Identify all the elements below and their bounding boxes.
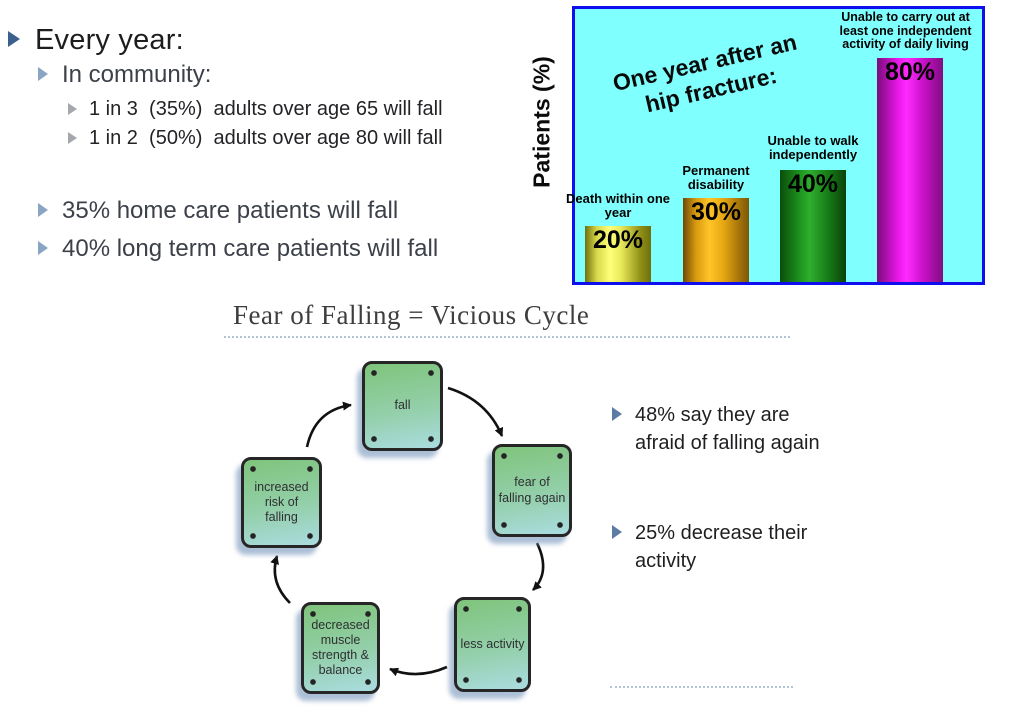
arrow-increasedrisk-to-fall [305,401,352,448]
bar-label-adl: Unable to carry out at least one indepen… [839,10,972,51]
arrow-decreased-to-increasedrisk [270,555,291,604]
bar-value-label: 40% [787,170,839,198]
bullet-text: Every year: [35,24,184,56]
footer-divider [610,686,793,688]
bullet-triangle-icon [612,525,622,539]
bar-value-label: 80% [884,58,936,86]
bar-value-label: 30% [690,198,742,226]
bullet-decrease-activity: 25% decrease their activity [612,520,820,575]
bullet-home-care: 35% home care patients will fall [38,197,398,225]
bullet-text: 1 in 2 (50%) adults over age 80 will fal… [89,127,443,149]
bullet-triangle-icon [8,31,20,47]
cycle-node-increased-risk-of-falling: increased risk of falling [241,457,322,548]
bar-label-disability: Permanent disability [682,163,750,193]
bar-label-walk: Unable to walk independently [767,133,859,163]
hip-fracture-chart: One year after an hip fracture: Death wi… [566,6,985,285]
bullet-in-community: In community: [38,61,211,89]
bar-label-death: Death within one year [566,191,670,221]
cycle-node-fear-of-falling-again: fear of falling again [492,444,572,537]
bar-death-within-one-year: 20% [585,226,651,282]
bullet-long-term-care: 40% long term care patients will fall [38,235,438,263]
bullet-triangle-icon [38,67,48,81]
bullet-text: 48% say they are afraid of falling again [635,404,820,454]
title-underline-divider [224,336,790,338]
bullet-triangle-icon [68,103,77,115]
arrow-fear-to-lessactivity [532,542,545,591]
bar-unable-adl: 80% [877,58,943,282]
bullet-fall-80: 1 in 2 (50%) adults over age 80 will fal… [68,127,443,150]
cycle-node-fall: fall [362,361,443,451]
cycle-arrows [270,386,545,677]
bullet-every-year: Every year: [8,24,184,57]
bar-unable-to-walk: 40% [780,170,846,282]
bullet-text: 1 in 3 (35%) adults over age 65 will fal… [89,98,443,120]
cycle-node-decreased-muscle-strength: decreased muscle strength & balance [301,602,380,694]
bullet-triangle-icon [68,132,77,144]
bullet-text: 40% long term care patients will fall [62,235,439,262]
chart-title: One year after an hip fracture: [586,23,830,130]
cycle-node-less-activity: less activity [454,597,531,692]
bar-permanent-disability: 30% [683,198,749,282]
y-axis-label: Patients (%) [528,56,555,188]
bullet-fall-65: 1 in 3 (35%) adults over age 65 will fal… [68,98,443,121]
bullet-text: 25% decrease their activity [635,522,808,572]
bullet-triangle-icon [38,203,48,217]
bullet-text: 35% home care patients will fall [62,197,399,224]
arrow-fall-to-fear [447,386,504,437]
bar-value-label: 20% [592,226,644,254]
bullet-text: In community: [62,61,212,88]
bullet-triangle-icon [38,241,48,255]
bullet-afraid-of-falling: 48% say they are afraid of falling again [612,402,820,457]
arrow-lessactivity-to-decreased [389,665,448,677]
slide2-title: Fear of Falling = Vicious Cycle [233,300,590,330]
bullet-triangle-icon [612,407,622,421]
